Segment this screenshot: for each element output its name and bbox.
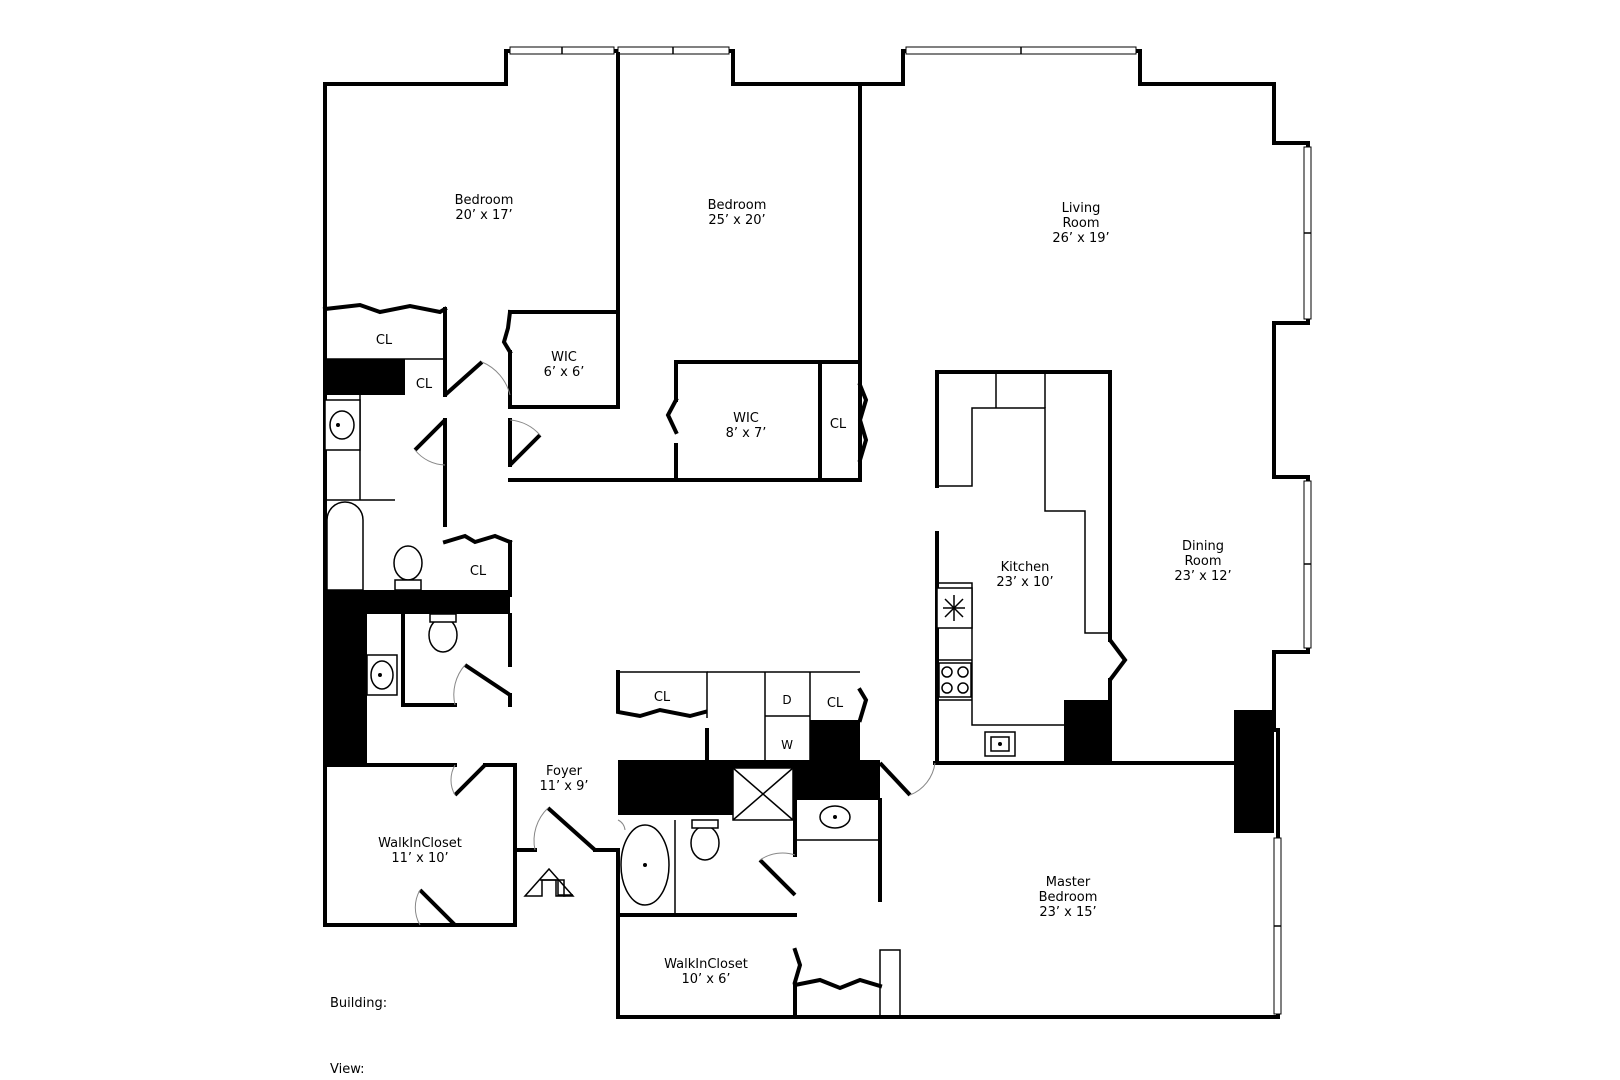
closet-label: CL xyxy=(827,696,844,711)
wic2-size: 8’ x 7’ xyxy=(726,426,767,441)
freezer-icon xyxy=(936,587,973,629)
entry-arrow-icon xyxy=(523,867,575,897)
master-name-2: Bedroom xyxy=(1039,890,1098,905)
bedroom1-size: 20’ x 17’ xyxy=(455,208,512,223)
living-name-1: Living xyxy=(1062,201,1101,216)
dryer-label: D xyxy=(782,693,791,707)
closet-label: CL xyxy=(416,377,433,392)
interior-walls xyxy=(322,52,1242,1019)
dining-name-2: Room xyxy=(1184,554,1221,569)
kitchen-size: 23’ x 10’ xyxy=(996,575,1053,590)
wic1-name: WIC xyxy=(551,350,577,365)
view-label: View: xyxy=(330,1062,365,1077)
living-name-2: Room xyxy=(1062,216,1099,231)
walkin2-size: 10’ x 6’ xyxy=(681,972,730,987)
living-size: 26’ x 19’ xyxy=(1052,231,1109,246)
building-label: Building: xyxy=(330,996,388,1011)
dining-name-1: Dining xyxy=(1182,539,1224,554)
closet-label: CL xyxy=(830,417,847,432)
master-name-1: Master xyxy=(1046,875,1091,890)
foyer-size: 11’ x 9’ xyxy=(539,779,588,794)
foyer-name: Foyer xyxy=(546,764,583,779)
dining-size: 23’ x 12’ xyxy=(1174,569,1231,584)
room-labels: Bedroom 20’ x 17’ Bedroom 25’ x 20’ Livi… xyxy=(376,193,1232,987)
windows xyxy=(509,46,1312,1015)
closet-label: CL xyxy=(470,564,487,579)
kitchen-name: Kitchen xyxy=(1001,560,1050,575)
structural-blocks xyxy=(325,359,1274,833)
wic1-size: 6’ x 6’ xyxy=(544,365,585,380)
fixtures xyxy=(324,399,1016,906)
bedroom1-name: Bedroom xyxy=(455,193,514,208)
master-size: 23’ x 15’ xyxy=(1039,905,1096,920)
washer-label: W xyxy=(781,738,793,752)
walkin2-name: WalkInCloset xyxy=(664,957,748,972)
bedroom2-name: Bedroom xyxy=(708,198,767,213)
closet-label: CL xyxy=(376,333,393,348)
walkin1-name: WalkInCloset xyxy=(378,836,462,851)
doors xyxy=(413,360,1128,927)
wic2-name: WIC xyxy=(733,411,759,426)
closet-label: CL xyxy=(654,690,671,705)
sink-icon xyxy=(984,731,1016,757)
bedroom2-size: 25’ x 20’ xyxy=(708,213,765,228)
walkin1-size: 11’ x 10’ xyxy=(391,851,448,866)
stove-icon xyxy=(938,662,972,698)
